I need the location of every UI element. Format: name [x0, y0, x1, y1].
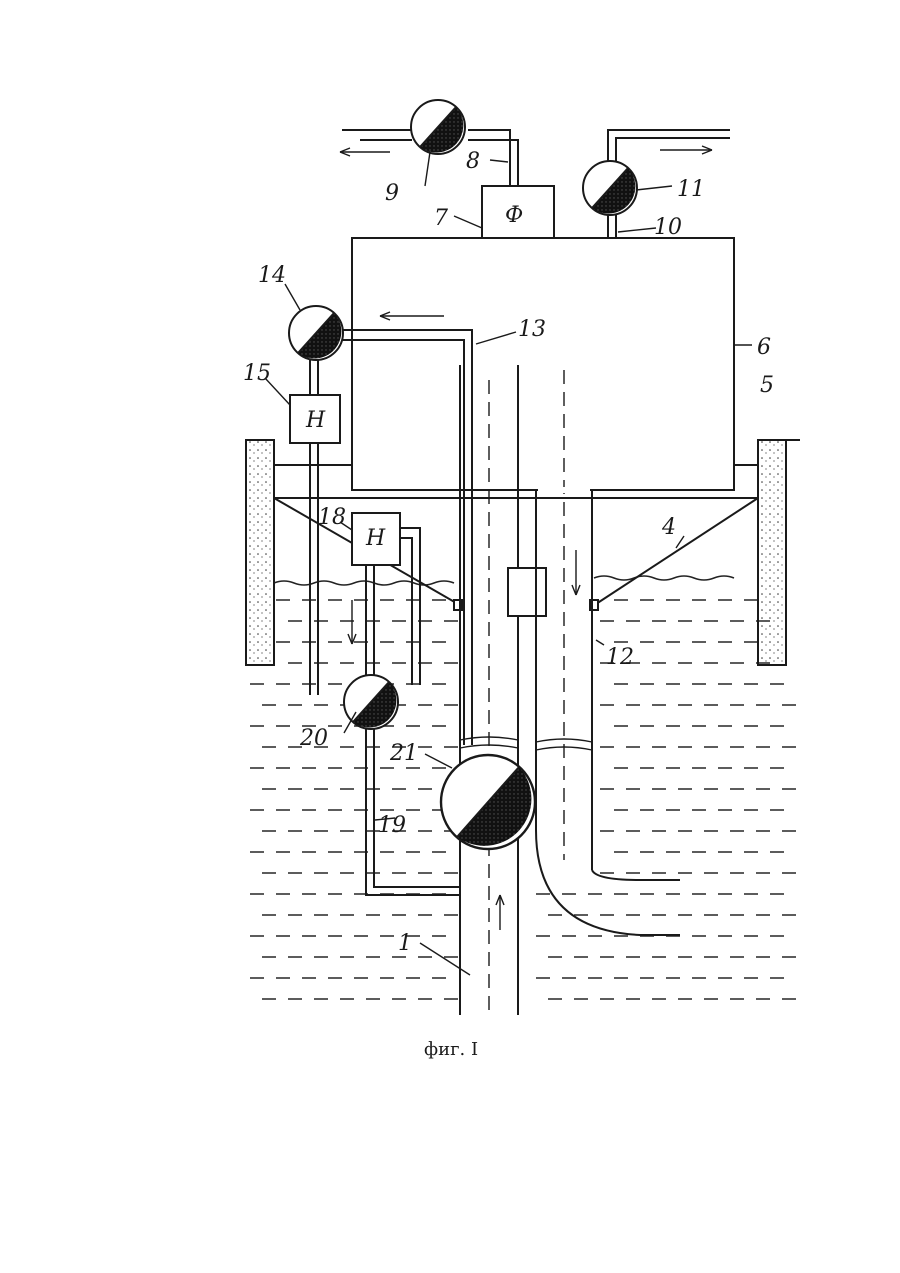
- gauge-21: [441, 755, 535, 849]
- label-12: 12: [606, 645, 634, 670]
- label-20: 20: [299, 726, 328, 751]
- gauge-9: [411, 100, 465, 154]
- label-10: 10: [654, 215, 682, 240]
- label-14: 14: [258, 263, 286, 288]
- wall-left: [246, 440, 274, 665]
- gauge-14: [289, 306, 343, 360]
- label-1: 1: [398, 931, 412, 956]
- label-6: 6: [757, 335, 771, 360]
- strut-right: [596, 498, 758, 604]
- label-8: 8: [466, 149, 480, 174]
- water-surface-right: [594, 576, 734, 580]
- label-18: 18: [318, 505, 346, 530]
- pump-18-label: Н: [365, 526, 386, 551]
- label-11: 11: [677, 177, 705, 202]
- figure-caption: фиг. I: [424, 1039, 478, 1060]
- label-15: 15: [243, 361, 271, 386]
- gauge-11: [583, 161, 637, 215]
- sensor-block: [508, 568, 546, 616]
- label-7: 7: [434, 206, 448, 231]
- label-9: 9: [385, 181, 399, 206]
- wall-right: [758, 440, 786, 665]
- water-surface-left: [274, 581, 454, 585]
- gauge-20: [344, 675, 398, 729]
- label-5: 5: [760, 373, 774, 398]
- label-4: 4: [661, 515, 676, 540]
- filter-box-label: Ф: [505, 203, 523, 228]
- pump-15-label: Н: [305, 408, 326, 433]
- label-21: 21: [389, 741, 418, 766]
- label-19: 19: [378, 813, 406, 838]
- label-13: 13: [518, 317, 546, 342]
- tank-6: [352, 238, 734, 490]
